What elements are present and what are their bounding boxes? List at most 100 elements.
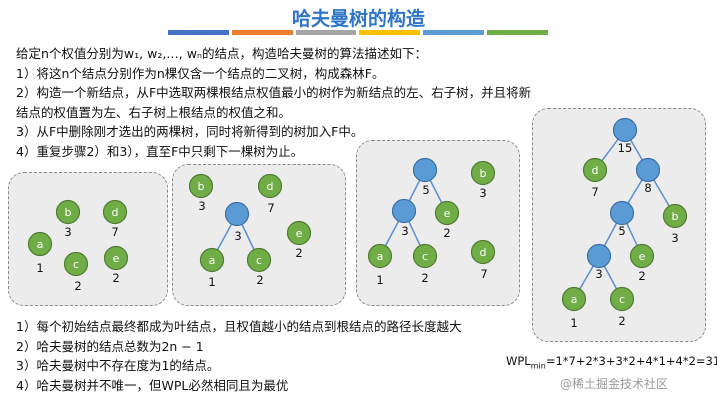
node-weight-label: 7 [480, 267, 487, 281]
leaf-node [434, 200, 460, 226]
node-letter: b [672, 210, 679, 223]
node-weight-label: 1 [570, 316, 577, 330]
node-weight-label: 2 [112, 271, 119, 285]
tree-edge [384, 220, 400, 247]
tree-edge [630, 139, 643, 161]
node-letter: a [37, 238, 44, 251]
tree-edge [603, 265, 618, 290]
node-weight-label: 3 [64, 225, 71, 239]
node-weight-label: 3 [198, 199, 205, 213]
node-letter: d [592, 164, 599, 177]
leaf-node [662, 203, 688, 229]
wpl-expression: =1*7+2*3+3*2+4*1+4*2=31 [545, 354, 717, 368]
node-letter: e [296, 227, 303, 240]
intro-line: 1）将这n个结点分别作为n棵仅含一个结点的二叉树，构成森林F。 [16, 65, 385, 81]
title-underline-bars [168, 30, 548, 35]
intro-line: 2）构造一个新结点，从F中选取两棵根结点权值最小的树作为新结点的左、右子树，并且… [16, 85, 532, 100]
note-line: 2）哈夫曼树的结点总数为2n − 1 [16, 338, 204, 354]
intro-line: 结点的权值置为左、右子树上根结点的权值之和。 [16, 104, 292, 120]
tree-edge [627, 179, 643, 204]
node-weight-label: 3 [401, 224, 408, 238]
internal-node [635, 157, 661, 183]
leaf-node [257, 173, 283, 199]
internal-node [391, 198, 417, 224]
wpl-formula: WPLmin=1*7+2*3+3*2+4*1+4*2=31 [506, 354, 717, 370]
leaf-node [629, 243, 655, 269]
slide-title: 哈夫曼树的构造 [291, 8, 425, 30]
leaf-node [367, 243, 393, 269]
title-bar-segment [231, 30, 293, 35]
note-line: 4）哈夫曼树并不唯一，但WPL必然相同且为最优 [16, 377, 289, 393]
node-weight-label: 1 [208, 275, 215, 289]
internal-node [609, 200, 635, 226]
node-letter: c [73, 258, 79, 271]
internal-node [224, 201, 250, 227]
wpl-prefix: WPL [506, 354, 531, 368]
node-weight-label: 5 [422, 183, 429, 197]
title-bar-segment [168, 30, 229, 35]
node-weight-label: 3 [479, 186, 486, 200]
tree-edge [603, 222, 618, 247]
leaf-node [470, 160, 496, 186]
title-bar-segment [487, 30, 548, 35]
leaf-node [286, 220, 312, 246]
node-letter: d [267, 180, 274, 193]
node-letter: a [209, 254, 216, 267]
properties-list: 1）每个初始结点最终都成为叶结点，且权值越小的结点到根结点的路径长度越大 2）哈… [16, 317, 461, 395]
leaf-node [470, 239, 496, 265]
leaf-node [561, 286, 587, 312]
leaf-node [102, 199, 128, 225]
watermark: @稀土掘金技术社区 [560, 377, 669, 391]
tree-edge [653, 179, 670, 207]
node-letter: c [619, 293, 625, 306]
step-panel-initial-forest [8, 172, 168, 306]
node-weight-label: 2 [74, 279, 81, 293]
node-weight-label: 2 [256, 273, 263, 287]
tree-edge [216, 223, 233, 251]
node-letter: c [256, 254, 262, 267]
intro-line: 给定n个权值分别为w₁, w₂,…, wₙ的结点，构造哈夫曼树的算法描述如下： [16, 46, 427, 61]
leaf-node [55, 199, 81, 225]
node-weight-label: 8 [644, 181, 651, 195]
internal-node [412, 157, 438, 183]
node-letter: a [377, 250, 384, 263]
tree-edge [241, 224, 255, 250]
wpl-subscript: min [530, 361, 546, 371]
node-weight-label: 1 [36, 261, 43, 275]
internal-node [586, 243, 612, 269]
node-letter: e [113, 252, 120, 265]
note-line: 1）每个初始结点最终都成为叶结点，且权值越小的结点到根结点的路径长度越大 [16, 319, 462, 334]
leaf-node [609, 286, 635, 312]
node-letter: a [571, 293, 578, 306]
node-weight-label: 7 [591, 185, 598, 199]
node-weight-label: 3 [234, 229, 241, 243]
tree-edge [408, 179, 421, 202]
internal-node [612, 117, 638, 143]
node-weight-label: 2 [638, 269, 645, 283]
tree-edge [579, 265, 594, 290]
panel-2-tree: b 3 d 7 3 e 2 a 1 c 2 [188, 173, 312, 289]
title-bar-segment [423, 30, 485, 35]
leaf-node [199, 247, 225, 273]
node-weight-label: 5 [618, 224, 625, 238]
tree-edge [429, 179, 443, 204]
note-line: 3）哈夫曼树中不存在度为1的结点。 [16, 358, 220, 373]
node-weight-label: 2 [421, 271, 428, 285]
leaf-node [246, 247, 272, 273]
intro-line: 4）重复步骤2）和3），直至F中只剩下一棵树为止。 [16, 143, 304, 159]
node-letter: e [444, 207, 451, 220]
node-weight-label: 2 [295, 246, 302, 260]
node-letter: b [198, 180, 205, 193]
leaf-node [582, 157, 608, 183]
node-weight-label: 2 [618, 314, 625, 328]
leaf-node [103, 245, 129, 271]
node-letter: c [422, 250, 428, 263]
node-weight-label: 7 [267, 201, 274, 215]
node-letter: e [639, 250, 646, 263]
tree-edge [601, 138, 619, 162]
tree-edge [408, 221, 421, 246]
